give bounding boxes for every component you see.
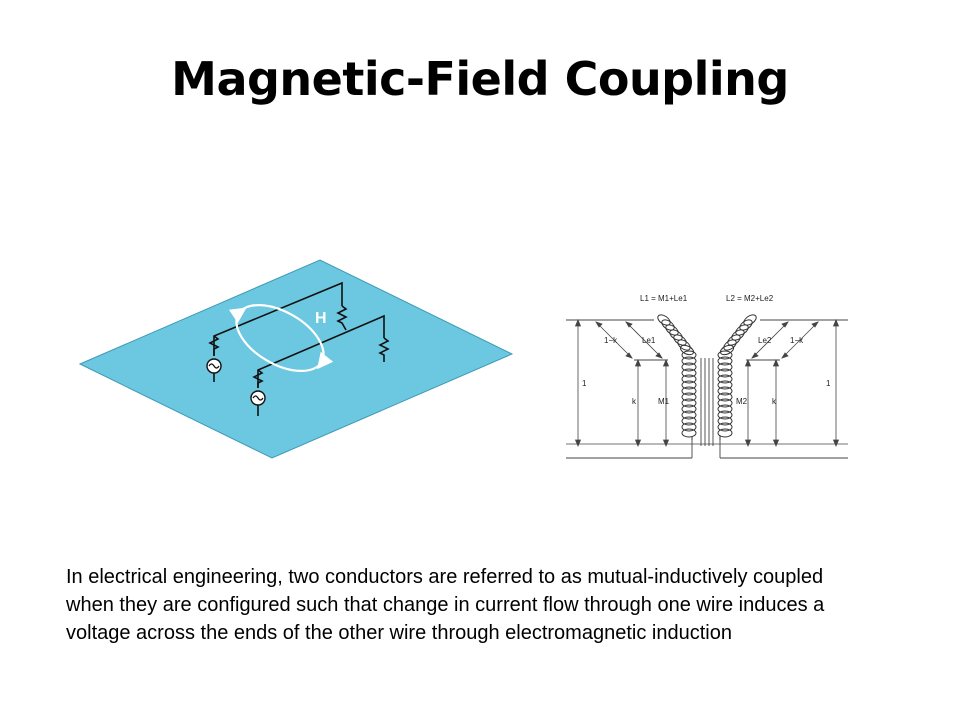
ground-plane — [78, 259, 514, 459]
coupled-conductors-svg: H — [78, 259, 514, 459]
dimension-arrows — [574, 318, 840, 448]
label-left-one-minus-k: 1−k — [604, 336, 618, 345]
label-le1: Le1 — [642, 336, 656, 345]
coupled-inductor-svg: L1 = M1+Le1 L2 = M2+Le2 1−k Le1 Le2 1−k … — [566, 294, 848, 459]
coupled-inductor-schematic: L1 = M1+Le1 L2 = M2+Le2 1−k Le1 Le2 1−k … — [562, 288, 852, 464]
label-l1: L1 = M1+Le1 — [640, 294, 688, 303]
label-l2: L2 = M2+Le2 — [726, 294, 774, 303]
label-m2: M2 — [736, 397, 748, 406]
label-right-k: k — [772, 397, 777, 406]
label-le2: Le2 — [758, 336, 772, 345]
label-right-one: 1 — [826, 379, 831, 388]
source-2-icon — [250, 390, 266, 416]
label-left-k: k — [632, 397, 637, 406]
label-right-one-minus-k: 1−k — [790, 336, 804, 345]
body-text: In electrical engineering, two conductor… — [66, 566, 825, 644]
rails — [566, 319, 848, 459]
slide-title: Magnetic-Field Coupling — [171, 52, 789, 106]
left-inductor-coil — [657, 314, 697, 440]
right-inductor-coil — [717, 314, 757, 440]
source-1-icon — [206, 358, 222, 382]
label-m1: M1 — [658, 397, 670, 406]
label-left-one: 1 — [582, 379, 587, 388]
h-field-label: H — [315, 310, 327, 327]
coupled-conductors-figure: H — [78, 258, 514, 460]
h-field-arrow-bottom — [317, 351, 334, 370]
h-field-arrow-top — [228, 307, 247, 324]
